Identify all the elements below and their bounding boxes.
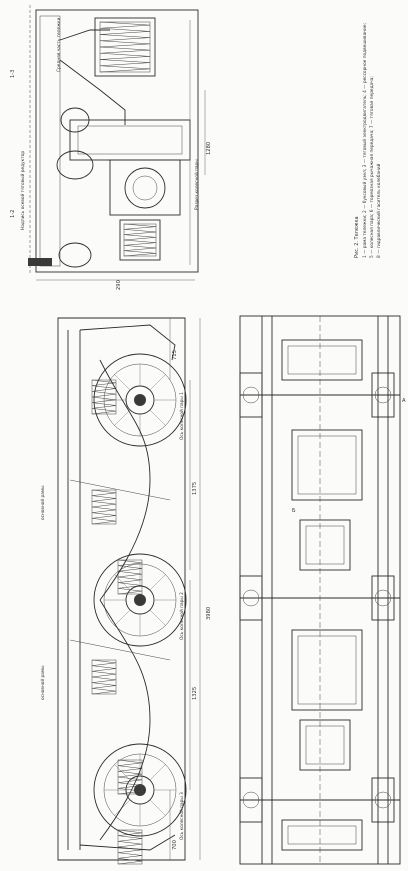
axle-label-3: Ось колесной пары 3 <box>178 792 185 840</box>
wheel-disc-lower <box>58 242 92 268</box>
label-wheelset: Надпись осевой тяговый редуктор <box>19 151 26 230</box>
plan-axlebox-1-2 <box>371 372 395 418</box>
wheel-group <box>93 353 187 837</box>
plan-axlebox-3-2 <box>371 777 395 823</box>
plan-axleboxes <box>239 372 395 823</box>
plan-block-1 <box>281 339 363 381</box>
plan-axlebox-1-1 <box>239 372 263 418</box>
plan-block-6 <box>281 819 363 851</box>
caption-line-3: 8 — гидравлический гаситель колебаний <box>375 163 382 258</box>
wheel-3 <box>93 743 187 837</box>
plan-view: A Б <box>239 315 406 865</box>
bottom-bracket <box>79 834 176 851</box>
caption-title: Рис. 2. Тележка <box>354 216 360 258</box>
side-frame-outline <box>57 317 186 861</box>
dim-total: 3980 <box>206 607 212 620</box>
axle-label-2: Ось колесной пары 2 <box>178 592 185 640</box>
top-view-cross-section: 1-3 1-2 Надпись осевой тяговый редуктор … <box>10 5 212 290</box>
side-spring-2 <box>91 659 117 695</box>
side-spring-1 <box>91 489 117 525</box>
brake-rod-1 <box>69 479 171 501</box>
dim-left: 715 <box>172 350 178 360</box>
section-mark-b: 1-2 <box>10 210 16 218</box>
wheel-1 <box>93 353 187 447</box>
plan-axlebox-3-1 <box>239 777 263 823</box>
axle-shaft-inner <box>77 125 183 155</box>
plan-block-4 <box>291 629 363 711</box>
plan-axlebox-2-1 <box>239 575 263 621</box>
rail-block <box>28 258 52 266</box>
side-spring-3 <box>117 559 143 595</box>
label-pass: Разрез колесной пары <box>193 159 200 210</box>
axle-label-1: Ось колесной пары 1 <box>178 392 185 440</box>
dim-wheelbase-1: 1375 <box>192 482 198 495</box>
spring-coil-lower <box>123 223 157 257</box>
dim-side: 290 <box>116 280 122 290</box>
side-spring-5 <box>117 829 143 865</box>
figure-caption: Рис. 2. Тележка 1 — рама тележки; 2 — бу… <box>354 23 382 258</box>
dim-right: 700 <box>172 840 178 850</box>
caption-line-1: 1 — рама тележки; 2 — буксовый узел; 3 —… <box>361 23 368 258</box>
lower-spring-pack <box>119 219 161 261</box>
side-view-elevation: основной рамы основной рамы 3980 1375 13… <box>39 317 212 865</box>
side-spring-6 <box>91 379 117 415</box>
caption-line-2: 5 — колесная пара; 6 — тормозная рычажна… <box>369 76 375 258</box>
plan-block-3 <box>299 519 351 571</box>
dim-wheelbase-2: 1325 <box>192 687 198 700</box>
section-mark-a: 1-3 <box>10 70 16 78</box>
equalizer-bar <box>99 359 151 601</box>
upper-spring-pack <box>94 17 156 77</box>
side-label-b: основной рамы <box>39 665 46 700</box>
plan-block-5 <box>299 719 351 771</box>
plan-marker-a: A <box>402 398 406 404</box>
plan-marker-b: Б <box>292 508 296 514</box>
plan-motor-blocks <box>281 339 363 851</box>
side-label-a: основной рамы <box>39 485 46 520</box>
wheel-disc-upper <box>60 107 90 133</box>
plan-axlebox-2-2 <box>371 575 395 621</box>
gearbox-housing <box>109 159 181 216</box>
dim-main: 1280 <box>206 142 212 155</box>
top-bracket <box>79 324 176 361</box>
gear-wheel <box>124 167 166 209</box>
top-view-frame-outline <box>35 9 199 273</box>
suspension-arm <box>59 59 126 125</box>
brake-rod-2 <box>69 639 171 661</box>
spring-coil-top <box>99 21 151 73</box>
label-side: Средняя часть тележки <box>56 17 62 72</box>
wheel-2 <box>93 553 187 647</box>
axlebox-springs <box>91 379 143 865</box>
wheel-disc-left <box>56 150 94 180</box>
plan-block-2 <box>291 429 363 501</box>
